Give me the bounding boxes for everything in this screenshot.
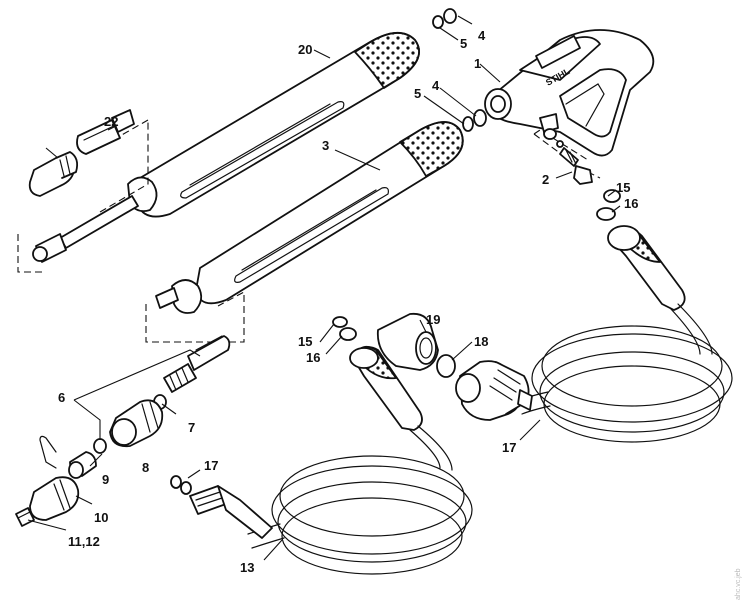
o-rings-16 (170, 475, 192, 495)
callout-1: 1 (474, 56, 481, 71)
o-ring-8 (93, 438, 107, 454)
callout-17: 17 (502, 440, 516, 455)
callout-10: 10 (94, 510, 108, 525)
callout-16: 17 (204, 458, 218, 473)
nozzle-flat (28, 151, 79, 197)
hose-end-fitting (189, 485, 273, 539)
nozzle-insert-9 (68, 451, 97, 479)
callout-9: 9 (102, 472, 109, 487)
seals-left (332, 316, 357, 341)
lance-upper-bracket (17, 119, 149, 273)
callout-15-left: 16 (306, 350, 320, 365)
nozzle-cap-6 (109, 399, 164, 448)
callout-6: 6 (58, 390, 65, 405)
callout-5-middle: 5 (414, 86, 421, 101)
lance-lower-bracket (145, 291, 245, 343)
callout-18: 18 (474, 334, 488, 349)
callout-20: 20 (298, 42, 312, 57)
watermark: ahc.vc.jeb (735, 568, 742, 600)
callout-8: 8 (142, 460, 149, 475)
o-rings-upper (432, 8, 457, 29)
connector-7 (163, 363, 197, 393)
leader-lines (27, 15, 621, 561)
sleeve-19 (376, 312, 439, 371)
o-rings-middle (462, 109, 487, 132)
o-ring-18 (436, 354, 456, 378)
callout-14-right: 15 (616, 180, 630, 195)
callout-21: 22 (104, 114, 118, 129)
valve-assembly (533, 128, 601, 185)
callout-labels: 20 3 22 4 5 1 4 5 2 15 16 19 18 15 16 17… (58, 28, 638, 575)
hose-left (247, 345, 473, 575)
callout-14-left: 15 (298, 334, 312, 349)
callout-3: 3 (322, 138, 329, 153)
callout-11-12: 11,12 (68, 534, 100, 549)
jet-tip-11-12 (15, 507, 35, 527)
callout-2: 2 (542, 172, 549, 187)
callout-7: 7 (188, 420, 195, 435)
lance-upper (32, 31, 420, 263)
callout-19: 19 (426, 312, 440, 327)
callout-15-right: 16 (624, 196, 638, 211)
nozzle-body-10 (29, 476, 80, 521)
hose-right (519, 225, 733, 443)
callout-4-upper: 4 (478, 28, 486, 43)
seals-right (596, 189, 621, 221)
callout-4-middle: 4 (432, 78, 440, 93)
hose-connector-17 (455, 360, 533, 421)
callout-5-upper: 5 (460, 36, 467, 51)
clip (39, 435, 57, 469)
callout-13: 13 (240, 560, 254, 575)
hose-stub (187, 335, 231, 371)
nozzle-rotary (76, 109, 135, 155)
lance-lower (155, 121, 464, 314)
spray-gun (484, 29, 655, 157)
